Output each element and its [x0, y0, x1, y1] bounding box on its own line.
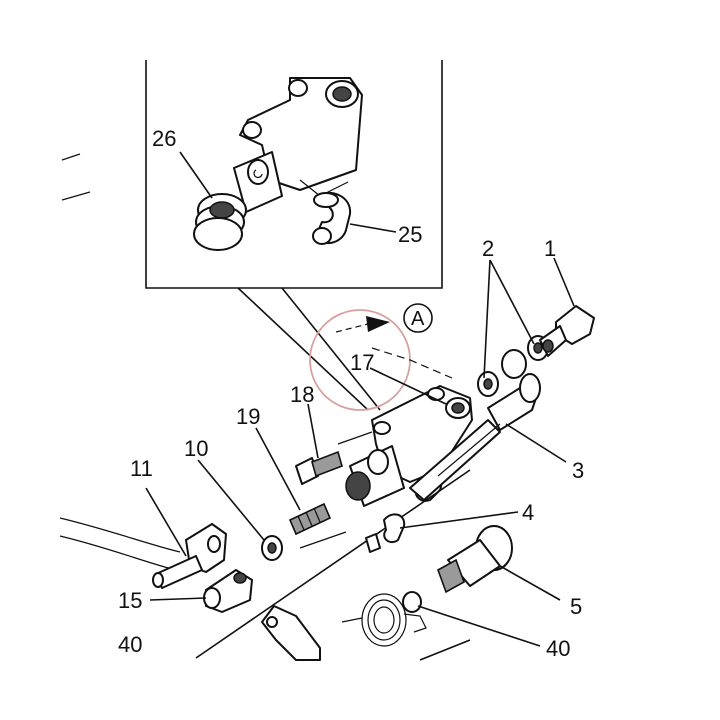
callout-2: 2 — [482, 236, 494, 261]
callout-4: 4 — [522, 500, 534, 525]
pin-5 — [437, 525, 513, 594]
fork-11 — [152, 523, 227, 589]
inset-hose-25 — [312, 191, 352, 245]
leader-lines — [145, 257, 575, 647]
callout-26: 26 — [152, 126, 176, 151]
clip-4 — [365, 513, 406, 553]
leader-25 — [349, 223, 397, 233]
callout-11: 11 — [130, 456, 153, 481]
callout-40-left: 40 — [118, 632, 142, 657]
bracket-plate — [261, 605, 321, 661]
callout-40-right: 40 — [546, 636, 570, 661]
washer-10 — [261, 535, 283, 561]
stud-19 — [288, 502, 332, 536]
inset-detail-box — [145, 60, 443, 411]
bolt-1 — [539, 305, 595, 357]
view-a-label: A — [411, 308, 425, 330]
callout-15: 15 — [118, 588, 142, 613]
callout-25: 25 — [398, 222, 422, 247]
spring-40 — [341, 591, 427, 647]
callout-18: 18 — [290, 382, 314, 407]
inset-seal-26 — [193, 193, 247, 251]
pipe-3 — [409, 373, 541, 501]
callout-17: 17 — [350, 350, 374, 375]
callout-19: 19 — [236, 404, 260, 429]
leader-26 — [179, 151, 213, 199]
callout-3: 3 — [572, 458, 584, 483]
view-a-arrow — [335, 303, 453, 379]
bolt-18 — [295, 450, 343, 485]
inset-master-cylinder — [233, 77, 363, 213]
clevis-15 — [203, 569, 253, 613]
callout-5: 5 — [570, 594, 582, 619]
callout-1: 1 — [544, 236, 556, 261]
callout-10: 10 — [184, 436, 208, 461]
